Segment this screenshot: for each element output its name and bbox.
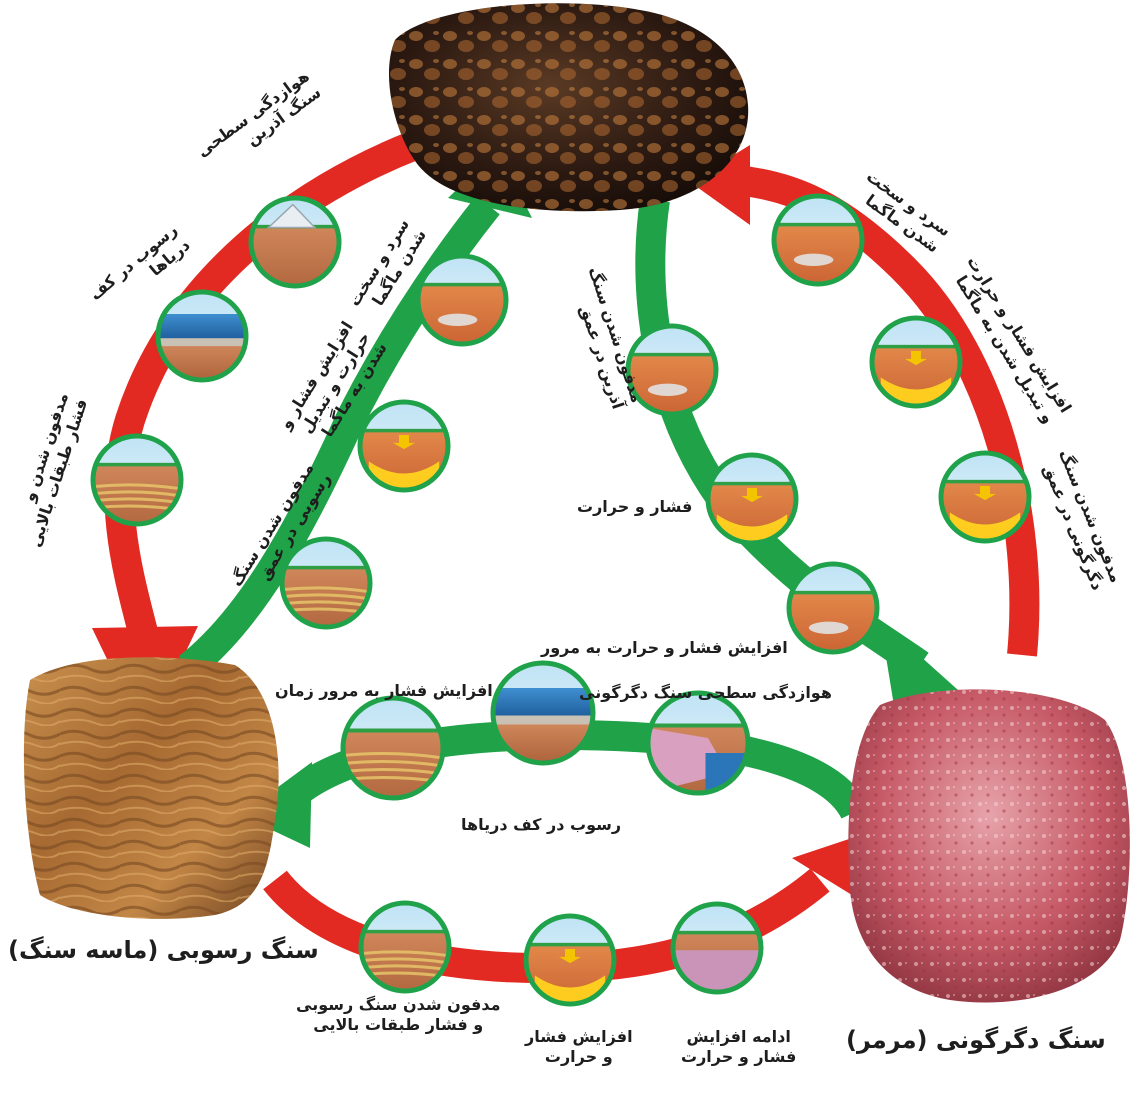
label-pressure-heat-time: افزایش فشار و حرارت به مرور	[541, 638, 788, 658]
label-line: ادامه افزایش	[681, 1027, 796, 1047]
label-line: فشار و حرارت	[681, 1047, 796, 1067]
stage-melting-left	[360, 402, 448, 519]
sedimentary-rock-image	[24, 657, 279, 919]
label-line: و فشار طبقات بالایی	[296, 1015, 500, 1035]
stage-cooling-right	[774, 196, 862, 313]
stage-meta-weathering	[648, 693, 756, 826]
stage-sea-sediment-mid	[493, 663, 593, 773]
rock-name-sedimentary: سنگ رسوبی (ماسه سنگ)	[8, 935, 319, 965]
label-line: مدفون شدن سنگ رسوبی	[296, 995, 500, 1015]
label-pressure-time: افزایش فشار به مرور زمان	[275, 681, 493, 701]
igneous-rock-image	[389, 3, 748, 211]
label-line: افزایش فشار	[525, 1027, 633, 1047]
stage-increase-pressure-bottom	[526, 916, 614, 1033]
stage-pressure-over-time	[343, 698, 443, 831]
stage-continue-pressure-bottom	[673, 904, 761, 1021]
metamorphic-rock-image	[848, 689, 1130, 1002]
stage-sea-sediment	[158, 292, 246, 389]
label-increase-pressure-bottom: افزایش فشار و حرارت	[525, 1027, 633, 1067]
label-line: و حرارت	[525, 1047, 633, 1067]
stage-pressure-heat-time	[789, 564, 877, 681]
label-sediment-sea-mid: رسوب در کف دریاها	[461, 815, 621, 835]
rock-name-metamorphic: سنگ دگرگونی (مرمر)	[846, 1025, 1106, 1055]
label-pressure-heat: فشار و حرارت	[577, 497, 692, 517]
label-continue-pressure-bottom: ادامه افزایش فشار و حرارت	[681, 1027, 796, 1067]
stage-cooling-left	[418, 256, 506, 373]
stage-melting-right	[872, 318, 960, 435]
label-burial-sed-bottom: مدفون شدن سنگ رسوبی و فشار طبقات بالایی	[296, 995, 500, 1035]
stage-sedimentary-burial	[282, 539, 370, 656]
label-weathering-meta: هوازدگی سطحی سنگ دگرگونی	[579, 683, 832, 703]
stage-weathering	[251, 198, 339, 315]
